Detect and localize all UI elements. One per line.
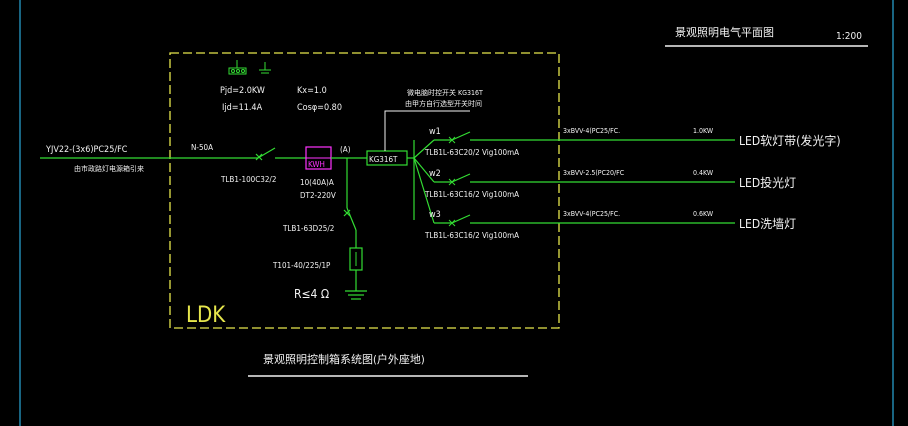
kwh-meter-label: KWH bbox=[308, 160, 325, 169]
incoming-note: 由市政路灯电源箱引来 bbox=[74, 164, 144, 173]
circuit-w1-id: w1 bbox=[429, 127, 441, 137]
timer-switch-note: 由甲方自行选型开关时间 bbox=[405, 99, 482, 108]
circuit-w1-power-label: 1.0KW bbox=[693, 127, 714, 135]
circuit-w3-id: w3 bbox=[429, 210, 441, 220]
timer-switch-model: KG316T bbox=[369, 155, 398, 164]
main-breaker-symbol bbox=[255, 147, 276, 161]
circuit-w2-breaker-label: TLB1L-63C16/2 Vig100mA bbox=[424, 190, 519, 199]
ground-resistance: R≤4 Ω bbox=[294, 287, 329, 301]
circuit-w3-breaker-label: TLB1L-63C16/2 Vig100mA bbox=[424, 231, 519, 240]
timer-switch-label: 微电脑时控开关 KG316T bbox=[407, 88, 483, 97]
incoming-cable: YJV22-(3x6)PC25/FC bbox=[45, 145, 128, 155]
circuit-w3-load-label: LED洗墙灯 bbox=[739, 217, 796, 231]
circuit-w3-power-label: 0.6KW bbox=[693, 210, 714, 218]
circuit-w2-feeder bbox=[413, 157, 435, 183]
param-cos: Cosφ=0.80 bbox=[297, 103, 342, 113]
param-ijd: Ijd=11.4A bbox=[222, 103, 263, 113]
circuit-w2-breaker-cross-b bbox=[448, 178, 456, 186]
circuit-w3-breaker-blade bbox=[451, 214, 471, 224]
circuit-w3-breaker-cross-b bbox=[448, 219, 456, 227]
ground-breaker-label: TLB1-63D25/2 bbox=[282, 224, 334, 233]
circuit-w2-breaker-blade bbox=[451, 173, 471, 183]
circuit-w2-cable-label: 3xBVV-2.5(PC20/FC bbox=[563, 169, 625, 177]
spd-label: T101-40/225/1P bbox=[272, 261, 331, 270]
system-title: 景观照明控制箱系统图(户外座地) bbox=[263, 352, 425, 366]
scale-label: 1:200 bbox=[836, 31, 862, 42]
distribution-box-icon bbox=[228, 60, 247, 75]
bus-label: (A) bbox=[340, 145, 351, 154]
plan-title: 景观照明电气平面图 bbox=[675, 25, 774, 39]
circuit-w1-breaker-blade bbox=[451, 131, 471, 141]
ground-symbol-icon bbox=[345, 290, 367, 300]
meter-spec: 10(40A)A bbox=[300, 178, 334, 187]
circuit-w1-feeder bbox=[413, 139, 435, 159]
circuit-w2-load-label: LED投光灯 bbox=[739, 175, 796, 190]
param-pjd: Pjd=2.0KW bbox=[220, 86, 265, 96]
circuit-w2-id: w2 bbox=[429, 169, 441, 179]
circuit-w3-feeder bbox=[413, 157, 435, 224]
panel-frame bbox=[169, 52, 560, 329]
circuit-w1-load-label: LED软灯带(发光字) bbox=[739, 133, 841, 148]
meter-model: DT2-220V bbox=[300, 191, 336, 200]
circuit-w1-breaker-label: TLB1L-63C20/2 Vig100mA bbox=[424, 148, 519, 157]
panel-label: LDK bbox=[186, 303, 226, 328]
circuit-w3-cable-label: 3xBVV-4(PC25/FC. bbox=[563, 210, 620, 218]
incoming-voltage: N-50A bbox=[191, 143, 213, 152]
circuit-w1-breaker-cross-b bbox=[448, 136, 456, 144]
circuit-w1-cable-label: 3xBVV-4(PC25/FC. bbox=[563, 127, 620, 135]
main-breaker-label: TLB1-100C32/2 bbox=[220, 175, 276, 184]
ground-breaker-symbol bbox=[343, 207, 357, 248]
circuit-w2-power-label: 0.4KW bbox=[693, 169, 714, 177]
param-kx: Kx=1.0 bbox=[297, 86, 327, 96]
earth-symbol-icon bbox=[259, 62, 271, 74]
timer-leader-line bbox=[384, 110, 470, 151]
